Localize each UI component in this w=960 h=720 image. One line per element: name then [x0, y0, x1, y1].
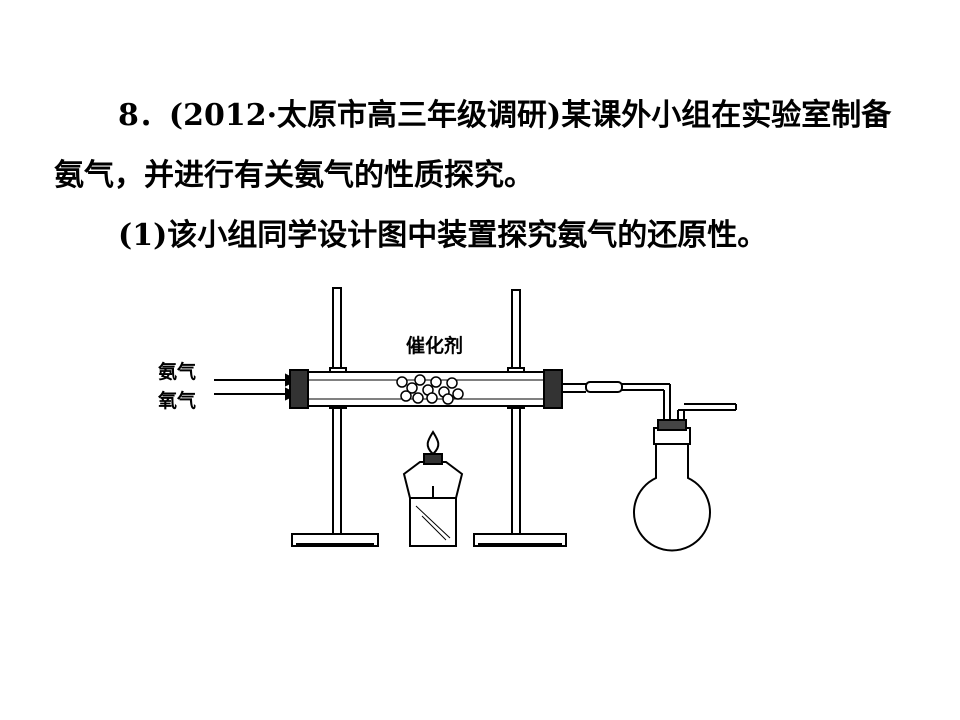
oxygen-label: 氧气 — [158, 389, 196, 412]
catalyst-bed — [396, 374, 464, 405]
gas-inlet-arrows — [214, 373, 299, 401]
iron-stand-left — [291, 287, 379, 547]
round-bottom-flask — [633, 403, 737, 552]
iron-stand-right — [473, 289, 567, 547]
alcohol-lamp — [402, 430, 464, 547]
question-line-3: (1)该小组同学设计图中装置探究氨气的还原性。 — [118, 218, 768, 253]
ammonia-label: 氨气 — [158, 360, 196, 383]
left-stopper — [289, 369, 309, 409]
right-stopper — [543, 369, 563, 409]
catalyst-label: 催化剂 — [406, 334, 463, 357]
question-line-1: 8．(2012·太原市高三年级调研)某课外小组在实验室制备 — [118, 98, 892, 133]
question-line-2: 氨气，并进行有关氨气的性质探究。 — [54, 158, 534, 193]
